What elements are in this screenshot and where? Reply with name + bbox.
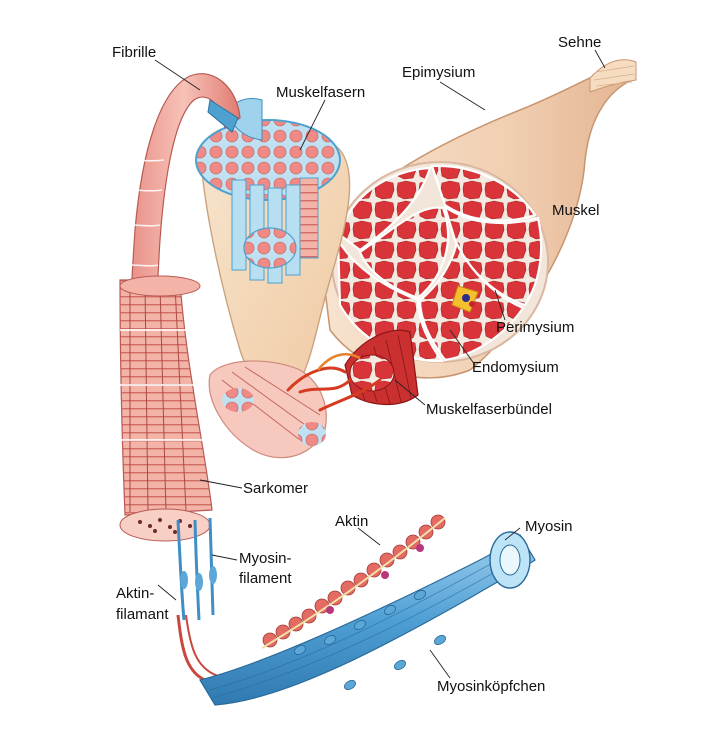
label-myosinfilament-2: filament <box>239 570 292 587</box>
sarcomere-bundle <box>119 279 213 516</box>
label-epimysium: Epimysium <box>402 64 476 81</box>
label-perimysium: Perimysium <box>496 319 575 336</box>
label-sehne: Sehne <box>558 34 602 51</box>
label-endomysium: Endomysium <box>472 359 559 376</box>
myosin-heads <box>294 590 446 690</box>
label-sarkomer: Sarkomer <box>243 480 309 497</box>
label-muskel: Muskel <box>552 202 600 219</box>
label-fibrille: Fibrille <box>112 44 157 61</box>
label-aktinfilament-2: filamant <box>116 606 169 623</box>
label-myosinfilament-1: Myosin- <box>239 550 292 567</box>
blood-vessel <box>286 366 382 412</box>
myosin-bundle <box>199 534 536 706</box>
label-aktinfilament-1: Aktin- <box>116 585 155 602</box>
label-muskelfasern: Muskelfasern <box>276 84 366 101</box>
label-myosin: Myosin <box>525 518 573 535</box>
leader-lines <box>154 49 606 679</box>
label-aktin: Aktin <box>335 513 369 530</box>
label-myosinkoepfchen: Myosinköpfchen <box>437 678 546 695</box>
label-muskelfaserbuendel: Muskelfaserbündel <box>426 401 552 418</box>
